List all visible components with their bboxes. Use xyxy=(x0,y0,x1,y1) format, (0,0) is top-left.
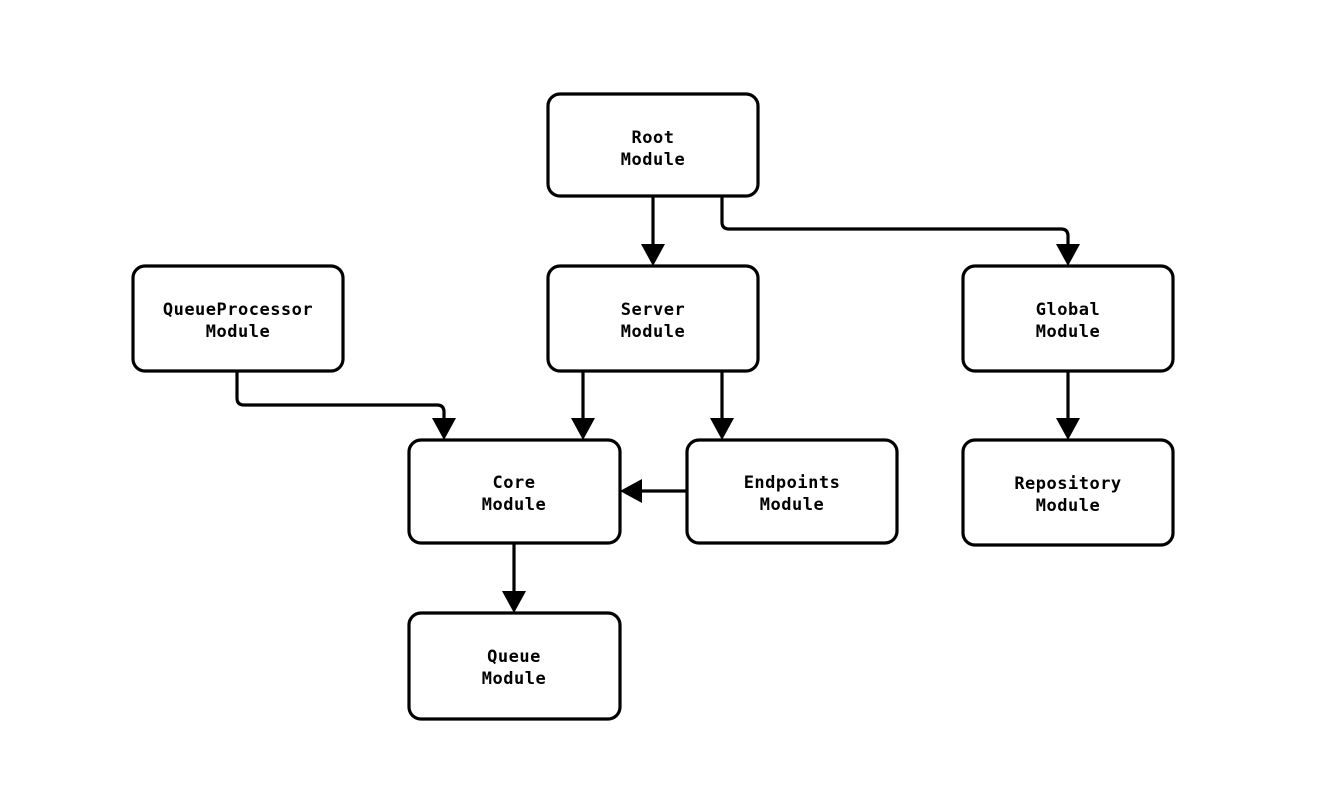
node-label-line2: Module xyxy=(1036,322,1100,342)
edge-line xyxy=(235,371,446,426)
node-queueprocessor[interactable]: QueueProcessor Module xyxy=(131,264,345,373)
node-core[interactable]: Core Module xyxy=(407,438,622,545)
node-label-line1: Root xyxy=(632,128,675,148)
node-label-line2: Module xyxy=(482,495,546,515)
node-label-line1: Endpoints xyxy=(744,473,841,493)
node-label-line2: Module xyxy=(621,150,685,170)
node-layer: Root Module QueueProcessor Module Server… xyxy=(131,92,1175,721)
node-box[interactable] xyxy=(407,611,622,721)
arrow-head-icon xyxy=(1056,418,1080,440)
arrow-head-icon xyxy=(710,418,734,440)
node-label-line2: Module xyxy=(621,322,685,342)
node-label-line1: Queue xyxy=(487,647,541,667)
node-label-line1: Server xyxy=(621,300,685,320)
node-server[interactable]: Server Module xyxy=(546,264,760,373)
node-label-line2: Module xyxy=(1036,496,1100,516)
edge-core-to-queue xyxy=(502,543,526,613)
node-box[interactable] xyxy=(546,92,760,198)
node-label-line2: Module xyxy=(206,322,270,342)
node-endpoints[interactable]: Endpoints Module xyxy=(685,438,899,545)
node-queue[interactable]: Queue Module xyxy=(407,611,622,721)
node-label-line1: Global xyxy=(1036,300,1100,320)
node-root[interactable]: Root Module xyxy=(546,92,760,198)
edge-server-to-core xyxy=(571,371,595,440)
edge-global-to-repository xyxy=(1056,371,1080,440)
edge-line xyxy=(720,196,1070,252)
arrow-head-icon xyxy=(620,479,642,503)
arrow-head-icon xyxy=(502,591,526,613)
node-repository[interactable]: Repository Module xyxy=(961,438,1175,547)
edge-endpoints-to-core xyxy=(620,479,687,503)
node-box[interactable] xyxy=(546,264,760,373)
edge-layer xyxy=(235,196,1080,613)
node-label-line1: Core xyxy=(493,473,536,493)
node-label-line2: Module xyxy=(760,495,824,515)
edge-root-to-server xyxy=(641,196,665,266)
edge-root-to-global xyxy=(720,196,1080,266)
arrow-head-icon xyxy=(641,244,665,266)
arrow-head-icon xyxy=(1056,244,1080,266)
node-label-line1: Repository xyxy=(1014,474,1121,494)
node-box[interactable] xyxy=(685,438,899,545)
node-box[interactable] xyxy=(961,264,1175,373)
node-box[interactable] xyxy=(961,438,1175,547)
node-label-line2: Module xyxy=(482,669,546,689)
arrow-head-icon xyxy=(432,418,456,440)
node-label-line1: QueueProcessor xyxy=(163,300,313,320)
node-box[interactable] xyxy=(407,438,622,545)
arrow-head-icon xyxy=(571,418,595,440)
edge-server-to-endpoints xyxy=(710,371,734,440)
edge-queueprocessor-to-core xyxy=(235,371,456,440)
node-global[interactable]: Global Module xyxy=(961,264,1175,373)
node-box[interactable] xyxy=(131,264,345,373)
